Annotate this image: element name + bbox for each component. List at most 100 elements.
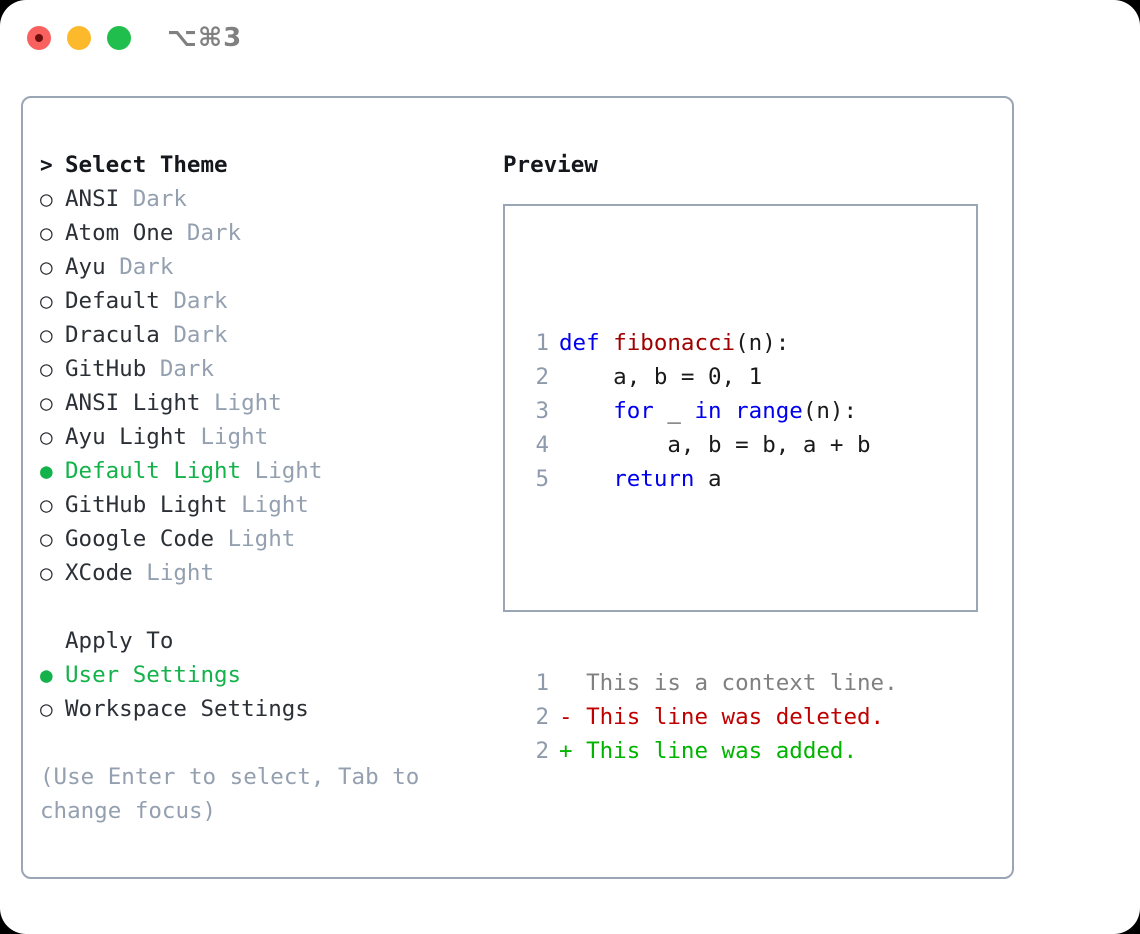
theme-category-tag: Light [227,526,296,552]
diff-line: 1 This is a context line. [519,666,898,700]
theme-name: Ayu [65,254,106,280]
theme-name: ANSI Light [65,390,201,416]
radio-unselected-icon: ○ [40,187,53,211]
code-token: (n): [735,330,790,356]
theme-spacer [160,284,174,318]
code-token: a, b = b, a + b [559,432,871,458]
theme-list-item[interactable]: ●Default Light Light [40,454,480,488]
code-line: 5 return a [519,462,898,496]
line-number: 4 [535,432,549,458]
line-number: 2 [535,738,549,764]
theme-name: Atom One [65,220,174,246]
code-token: a, b = 0, 1 [559,364,763,390]
theme-spacer [241,454,255,488]
apply-to-option-label: User Settings [65,662,242,688]
theme-list-item[interactable]: ○ GitHub Dark [40,352,480,386]
theme-list-item[interactable]: ○ Google Code Light [40,522,480,556]
preview-title: Preview [503,152,598,178]
apply-to-list: ●User Settings○Workspace Settings [40,658,480,726]
code-token: in [694,398,736,424]
theme-list-item[interactable]: ○ ANSI Light Light [40,386,480,420]
line-number: 2 [535,704,549,730]
apply-to-option[interactable]: ○Workspace Settings [40,692,480,726]
theme-list: ○ANSI Dark○Atom One Dark○Ayu Dark○Defaul… [40,182,480,590]
code-token [559,462,613,496]
maximize-window-icon[interactable] [107,26,131,50]
theme-category-tag: Dark [119,254,174,280]
radio-unselected-icon: ○ [40,697,53,721]
theme-category-tag: Light [214,390,282,416]
theme-category-tag: Dark [173,288,228,314]
diff-text: This is a context line. [572,670,898,696]
theme-list-item[interactable]: ○Atom One Dark [40,216,480,250]
diff-line: 2+ This line was added. [519,734,898,768]
apply-to-heading-label: Apply To [65,628,174,654]
theme-category-tag: Light [241,492,309,518]
theme-category-tag: Dark [186,220,242,246]
theme-name: Dracula [65,322,160,348]
code-diff-spacer [519,564,898,598]
line-number: 1 [535,330,549,356]
theme-list-item[interactable]: ○ GitHub Light Light [40,488,480,522]
theme-name: GitHub Light [65,492,228,518]
prompt-caret-icon: > [40,153,53,177]
theme-list-item[interactable]: ○Ayu Light Light [40,420,480,454]
diff-line: 2- This line was deleted. [519,700,898,734]
close-window-icon[interactable] [27,26,51,50]
select-theme-heading-label: Select Theme [65,152,228,178]
theme-name: Google Code [65,526,215,552]
code-token: a [708,466,722,492]
radio-selected-icon: ● [40,459,53,483]
theme-category-tag: Dark [159,356,215,382]
theme-category-tag: Dark [173,322,228,348]
keyboard-shortcut-label: ⌥⌘3 [167,23,243,53]
theme-spacer [200,386,214,420]
theme-category-tag: Light [146,560,215,586]
theme-spacer [106,250,120,284]
diff-sign [559,666,573,700]
diff-sign: + [559,738,573,764]
code-token: _ [667,398,695,424]
theme-name: Default Light [65,458,242,484]
code-token: range [735,398,803,424]
traffic-light-group [27,26,131,50]
theme-spacer [160,318,174,352]
line-number: 1 [535,670,549,696]
theme-category-tag: Light [200,424,269,450]
theme-picker-column: > Select Theme ○ANSI Dark○Atom One Dark○… [40,148,480,828]
radio-unselected-icon: ○ [40,391,53,415]
theme-spacer [173,216,187,250]
code-token [559,394,613,428]
radio-unselected-icon: ○ [40,357,53,381]
line-number: 3 [535,398,549,424]
line-number: 2 [535,364,549,390]
theme-list-item[interactable]: ○Dracula Dark [40,318,480,352]
minimize-window-icon[interactable] [67,26,91,50]
radio-unselected-icon: ○ [40,255,53,279]
select-theme-heading: > Select Theme [40,148,480,182]
radio-unselected-icon: ○ [40,493,53,517]
theme-list-item[interactable]: ○XCode Light [40,556,480,590]
theme-spacer [214,522,228,556]
code-token: (n): [802,398,858,424]
theme-spacer [133,556,147,590]
theme-list-item[interactable]: ○ Ayu Dark [40,250,480,284]
code-line: 4 a, b = b, a + b [519,428,898,462]
theme-list-item[interactable]: ○Default Dark [40,284,480,318]
theme-list-item[interactable]: ○ANSI Dark [40,182,480,216]
theme-name: GitHub [65,356,147,382]
radio-unselected-icon: ○ [40,289,53,313]
radio-unselected-icon: ○ [40,527,53,551]
code-token: return [613,466,709,492]
code-line: 2 a, b = 0, 1 [519,360,898,394]
theme-spacer [187,420,201,454]
title-bar: ⌥⌘3 [0,0,1140,78]
code-token: def [559,330,614,356]
main-panel: > Select Theme ○ANSI Dark○Atom One Dark○… [21,96,1014,879]
apply-to-option[interactable]: ●User Settings [40,658,480,692]
